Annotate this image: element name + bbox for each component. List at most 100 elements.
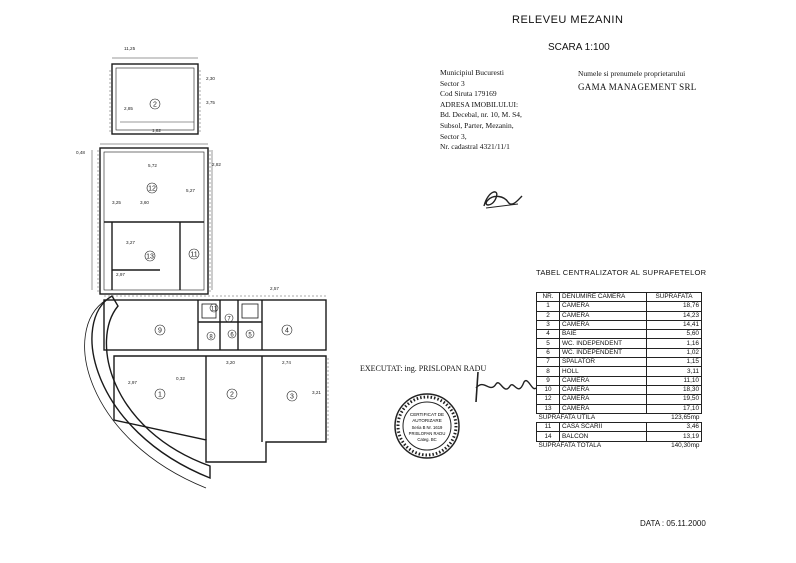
room-number: 2 [153, 102, 157, 109]
row-area: 1,02 [646, 347, 702, 359]
executed-by: EXECUTAT: ing. PRISLOPAN RADU [360, 364, 487, 373]
address-line: Subsol, Parter, Mezanin, [440, 120, 514, 130]
dimension-label: 2,30 [206, 76, 215, 81]
floor-plan: 2 12 11 13 9 8 7 6 5 4 1 2 3 11 11,25 2,… [76, 46, 329, 489]
row-area: 5,60 [646, 329, 702, 340]
room-number: 3 [290, 394, 294, 401]
stamp-icon: CERTIFICAT DE AUTORIZARE Seria B Nr. 161… [394, 393, 460, 459]
row-area: 3,11 [646, 366, 702, 377]
row-area: 18,30 [646, 384, 702, 396]
address-line: Bd. Decebal, nr. 10, M. S4, [440, 110, 522, 120]
row-area: 14,23 [646, 310, 702, 321]
dimension-label: 2,82 [212, 162, 221, 167]
stamp-line: Categ. BC [417, 437, 436, 442]
row-name: WC. INDEPENDENT [559, 347, 647, 359]
address-line: Cod Siruta 179169 [440, 89, 497, 99]
room-number: 8 [209, 335, 213, 341]
row-area: 11,10 [646, 375, 702, 386]
room-number: 9 [158, 328, 162, 335]
row-area: 1,15 [646, 357, 702, 368]
total-label: SUPRAFATA TOTALA [538, 441, 602, 449]
room-number: 5 [248, 333, 252, 339]
address-block: Municipiul Bucuresti Sector 3 Cod Siruta… [440, 68, 522, 153]
dimension-label: 0,32 [176, 376, 185, 381]
row-name: BALCON [559, 431, 647, 442]
row-area: 3,46 [646, 422, 702, 433]
drawing-date: DATA : 05.11.2000 [640, 519, 706, 528]
dimension-label: 0,48 [76, 150, 85, 155]
row-nr: 7 [536, 357, 560, 368]
row-name: CAMERA [559, 375, 647, 386]
row-name: WC. INDEPENDENT [559, 338, 647, 349]
row-name: SPALATOR [559, 357, 647, 368]
room-number: 4 [285, 328, 289, 335]
address-line: Nr. cadastral 4321/11/1 [440, 142, 510, 152]
row-area: 1,16 [646, 338, 702, 349]
stamp-line: PRISLOPAN RADU [409, 431, 446, 436]
stamp-line: CERTIFICAT DE [410, 412, 444, 417]
row-name: CAMERA [559, 403, 647, 414]
owner-label: Numele si prenumele proprietarului [578, 69, 686, 78]
owner-name: GAMA MANAGEMENT SRL [578, 82, 697, 92]
room-number: 11 [211, 307, 218, 313]
row-area: 14,41 [646, 319, 702, 331]
room-outline [99, 147, 209, 295]
row-area: 18,76 [646, 301, 702, 312]
address-line: Sector 3 [440, 78, 465, 88]
table-total-row: SUPRAFATA TOTALA 140,30mp [537, 441, 702, 450]
stamp-line: Seria B Nr. 1619 [412, 425, 443, 430]
room-outline [111, 63, 199, 135]
row-name: CAMERA [559, 310, 647, 321]
dimension-label: 1,82 [152, 128, 161, 133]
dimension-label: 2,57 [270, 286, 279, 291]
row-name: CAMERA [559, 319, 647, 331]
row-area: 13,19 [646, 431, 702, 442]
room-outline [113, 355, 327, 463]
dimension-label: 3,20 [226, 360, 235, 365]
address-line: Sector 3, [440, 131, 467, 141]
address-line: Municipiul Bucuresti [440, 68, 504, 77]
row-nr: 6 [536, 347, 560, 359]
dimension-label: 5,27 [186, 188, 195, 193]
row-name: CASA SCARII [559, 422, 647, 433]
room-number: 2 [230, 392, 234, 399]
drawing-scale: SCARA 1:100 [548, 42, 610, 53]
row-nr: 11 [536, 422, 560, 433]
dimension-label: 2,74 [282, 360, 291, 365]
util-value: 123,65mp [671, 414, 700, 421]
room-number: 12 [148, 186, 156, 193]
row-nr: 1 [536, 301, 560, 312]
row-nr: 14 [536, 431, 560, 442]
dimension-label: 3,21 [312, 390, 321, 395]
address-line: ADRESA IMOBILULUI: [440, 99, 519, 109]
drawing-title: RELEVEU MEZANIN [512, 14, 624, 26]
row-nr: 4 [536, 329, 560, 340]
dimension-label: 3,75 [206, 100, 215, 105]
room-number: 7 [227, 317, 231, 323]
header-name: DENUMIRE CAMERA [559, 291, 647, 303]
dimension-label: 11,25 [124, 46, 136, 51]
row-name: CAMERA [559, 301, 647, 312]
dimension-label: 3,25 [112, 200, 121, 205]
dimension-label: 2,85 [124, 106, 133, 111]
room-number: 6 [230, 333, 234, 339]
signature-icon [483, 191, 523, 209]
row-area: 17,10 [646, 403, 702, 414]
row-name: CAMERA [559, 384, 647, 396]
room-outline [103, 299, 327, 351]
table-util-row: SUPRAFATA UTILA 123,65mp [537, 413, 702, 422]
util-label: SUPRAFATA UTILA [538, 414, 596, 421]
row-name: BAIE [559, 329, 647, 340]
row-area: 19,50 [646, 394, 702, 405]
